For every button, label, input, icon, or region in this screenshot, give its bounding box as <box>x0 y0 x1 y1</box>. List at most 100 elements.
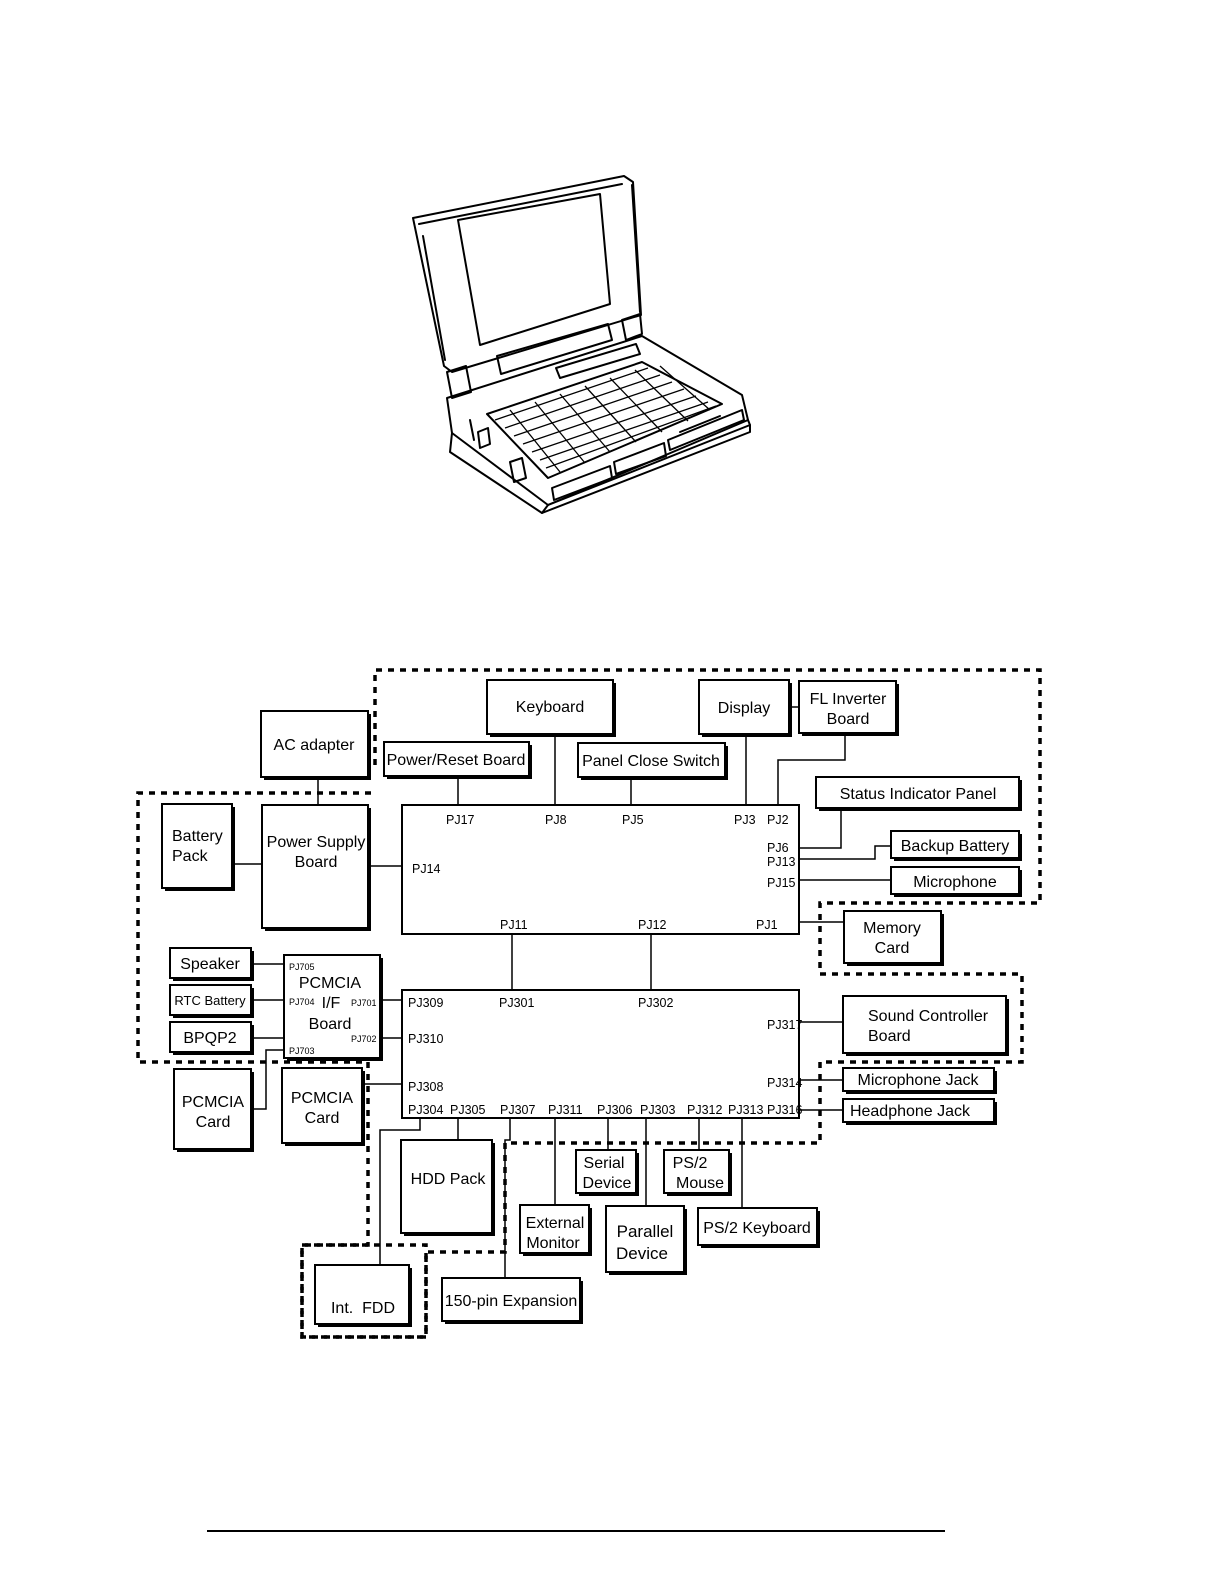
pcmcia-if-board-label-3: Board <box>309 1016 352 1033</box>
connector-label: PJ703 <box>289 1046 315 1056</box>
connector-label: PJ8 <box>545 813 567 827</box>
external-monitor-box <box>519 1204 590 1254</box>
laptop-illustration <box>412 175 751 514</box>
pcmcia-card-right-label-2: Card <box>305 1110 340 1127</box>
system-board-connectors: PJ17 PJ8 PJ5 PJ3 PJ2 PJ6 PJ13 PJ15 PJ14 … <box>412 813 796 932</box>
connector-label: PJ317 <box>767 1018 802 1032</box>
pcmcia-if-board-label-1: PCMCIA <box>299 975 362 992</box>
pcmcia-if-board-label-2: I/F <box>322 995 341 1012</box>
status-indicator-panel-label: Status Indicator Panel <box>840 786 997 803</box>
fl-inverter-board-box <box>798 680 897 734</box>
keyboard-box <box>486 679 614 735</box>
connector-label: PJ308 <box>408 1080 443 1094</box>
pcmcia-card-left-label-1: PCMCIA <box>182 1094 245 1111</box>
power-reset-board-box <box>383 741 530 777</box>
status-indicator-panel-box <box>815 776 1020 809</box>
connector-label: PJ5 <box>622 813 644 827</box>
connector-label: PJ14 <box>412 862 441 876</box>
sound-controller-board-box <box>842 995 1007 1054</box>
headphone-jack-label: Headphone Jack <box>850 1103 971 1120</box>
system-board <box>401 804 800 935</box>
parallel-device-label-2: Device <box>616 1244 668 1263</box>
microphone-box <box>890 866 1020 895</box>
connector-label: PJ3 <box>734 813 756 827</box>
connector-label: PJ701 <box>351 998 377 1008</box>
panel-close-switch-box <box>577 742 726 778</box>
connector-label: PJ313 <box>728 1103 763 1117</box>
serial-device-label-2: Device <box>583 1175 632 1192</box>
pcmcia-if-connectors: PJ705 PJ704 PJ701 PJ702 PJ703 <box>289 962 377 1056</box>
connector-label: PJ306 <box>597 1103 632 1117</box>
microphone-label: Microphone <box>913 874 997 891</box>
external-monitor-label-1: External <box>526 1215 585 1232</box>
connector-label: PJ17 <box>446 813 475 827</box>
connector-label: PJ302 <box>638 996 673 1010</box>
bpqp2-box <box>169 1021 252 1053</box>
connector-label: PJ301 <box>499 996 534 1010</box>
serial-device-label-1: Serial <box>584 1155 625 1172</box>
battery-pack-label-1: Battery <box>172 828 223 845</box>
connector-label: PJ314 <box>767 1076 802 1090</box>
memory-card-box <box>843 910 942 964</box>
speaker-label: Speaker <box>180 956 240 973</box>
pcmcia-card-left-box <box>173 1068 252 1150</box>
ac-adapter-box <box>260 710 369 778</box>
ps2-keyboard-label: PS/2 Keyboard <box>703 1220 811 1237</box>
rtc-battery-label: RTC Battery <box>174 993 246 1008</box>
connector-label: PJ307 <box>500 1103 535 1117</box>
int-fdd-box <box>314 1264 410 1325</box>
connector-label: PJ705 <box>289 962 315 972</box>
parallel-device-label-1: Parallel <box>617 1222 674 1241</box>
ps2-mouse-label-1: PS/2 <box>673 1155 708 1172</box>
power-supply-board-box <box>261 804 369 929</box>
display-label: Display <box>718 700 770 717</box>
hdd-pack-box <box>400 1139 493 1234</box>
power-supply-board-label-1: Power Supply <box>267 834 366 851</box>
speaker-box <box>169 947 252 979</box>
pcmcia-card-right-label-1: PCMCIA <box>291 1090 354 1107</box>
rtc-battery-box <box>169 984 252 1016</box>
panel-close-switch-label: Panel Close Switch <box>582 753 720 770</box>
connector-label: PJ305 <box>450 1103 485 1117</box>
pcmcia-card-right-box <box>281 1067 363 1144</box>
battery-pack-label-2: Pack <box>172 848 209 865</box>
serial-device-box <box>575 1149 637 1194</box>
connector-label: PJ12 <box>638 918 667 932</box>
hdd-pack-label: HDD Pack <box>411 1171 487 1188</box>
sound-controller-board-label-1: Sound Controller <box>868 1008 989 1025</box>
connector-label: PJ310 <box>408 1032 443 1046</box>
expansion-150pin-label: 150-pin Expansion <box>445 1293 578 1310</box>
connector-label: PJ15 <box>767 876 796 890</box>
ac-adapter-label: AC adapter <box>274 737 356 754</box>
sound-controller-board-label-2: Board <box>868 1028 911 1045</box>
expansion-150pin-box <box>441 1277 581 1322</box>
ps2-mouse-label-2: Mouse <box>676 1175 724 1192</box>
connector-label: PJ704 <box>289 997 315 1007</box>
microphone-jack-box <box>842 1067 995 1092</box>
connector-label: PJ312 <box>687 1103 722 1117</box>
ps2-mouse-box <box>663 1149 730 1194</box>
ps2-keyboard-box <box>697 1207 818 1246</box>
keyboard-label: Keyboard <box>516 699 585 716</box>
connector-label: PJ303 <box>640 1103 675 1117</box>
io-board <box>401 989 800 1119</box>
headphone-jack-box <box>842 1098 995 1123</box>
footer-rule <box>207 1530 945 1532</box>
external-monitor-label-2: Monitor <box>526 1235 580 1252</box>
display-box <box>698 679 790 735</box>
microphone-jack-label: Microphone Jack <box>858 1072 980 1089</box>
connector-label: PJ13 <box>767 855 796 869</box>
connector-label: PJ2 <box>767 813 789 827</box>
connector-label: PJ309 <box>408 996 443 1010</box>
pcmcia-if-board-box <box>283 954 381 1059</box>
power-supply-board-label-2: Board <box>295 854 338 871</box>
backup-battery-label: Backup Battery <box>901 838 1010 855</box>
connector-label: PJ304 <box>408 1103 443 1117</box>
connector-label: PJ316 <box>767 1103 802 1117</box>
pcmcia-card-left-label-2: Card <box>196 1114 231 1131</box>
bpqp2-label: BPQP2 <box>183 1030 236 1047</box>
power-reset-board-label: Power/Reset Board <box>387 752 526 769</box>
fdd-boundary <box>300 1243 428 1339</box>
